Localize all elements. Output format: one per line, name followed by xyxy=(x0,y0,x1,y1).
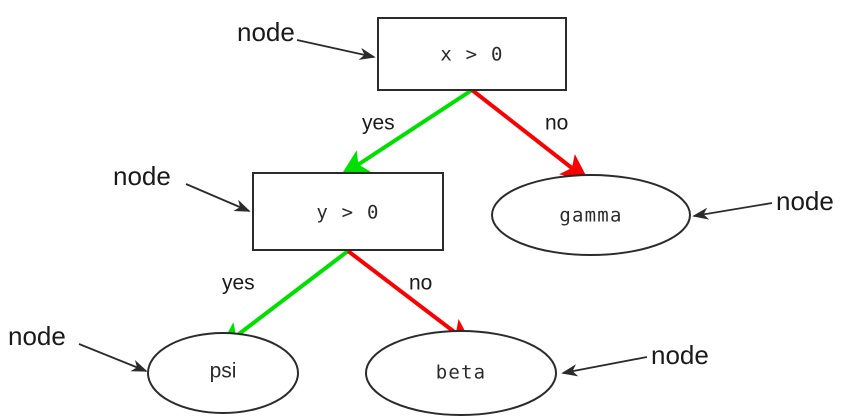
edge-label-group: yes no yes no xyxy=(222,112,568,295)
annotation-group: node node node node node xyxy=(8,17,834,377)
node-beta-ellipse[interactable] xyxy=(365,330,557,416)
node-gamma-ellipse[interactable] xyxy=(491,174,691,256)
edge-root-yes xyxy=(340,88,474,177)
annotation-beta-leader-icon xyxy=(561,356,648,377)
annotation-beta-label: node xyxy=(651,340,709,370)
annotation-root-label: node xyxy=(237,17,295,47)
annotation-psi: node xyxy=(8,321,148,372)
annotation-inner: node xyxy=(113,161,251,212)
annotation-gamma-label: node xyxy=(776,186,834,216)
annotation-psi-label: node xyxy=(8,321,66,351)
node-gamma[interactable]: gamma xyxy=(491,174,691,256)
node-beta-label: beta xyxy=(436,362,487,384)
node-beta[interactable]: beta xyxy=(365,330,557,416)
annotation-inner-leader-icon xyxy=(185,183,251,212)
node-psi-ellipse[interactable] xyxy=(147,332,299,414)
annotation-beta: node xyxy=(561,340,709,377)
node-gamma-label: gamma xyxy=(559,205,622,227)
annotation-gamma-leader-icon xyxy=(692,202,773,220)
edge-label-root-no: no xyxy=(545,112,568,135)
edge-label-root-yes: yes xyxy=(362,112,395,135)
edge-inner-yes xyxy=(218,249,350,350)
annotation-root-leader-icon xyxy=(296,39,376,60)
edge-root-no xyxy=(470,88,589,182)
node-inner[interactable]: y > 0 xyxy=(252,172,444,251)
node-root-box[interactable] xyxy=(377,17,567,91)
annotation-root: node xyxy=(237,17,376,60)
node-psi-label: psi xyxy=(210,360,237,383)
node-psi[interactable]: psi xyxy=(147,332,299,414)
annotation-gamma: node xyxy=(692,186,834,220)
annotation-inner-label: node xyxy=(113,161,171,191)
node-root[interactable]: x > 0 xyxy=(377,17,567,91)
node-inner-box[interactable] xyxy=(252,172,444,251)
edge-label-inner-no: no xyxy=(409,272,432,295)
annotation-psi-leader-icon xyxy=(78,343,148,372)
node-inner-label: y > 0 xyxy=(316,202,379,224)
node-root-label: x > 0 xyxy=(440,44,503,66)
edge-label-inner-yes: yes xyxy=(222,272,255,295)
edge-inner-no xyxy=(346,249,474,347)
edge-group xyxy=(218,88,589,350)
